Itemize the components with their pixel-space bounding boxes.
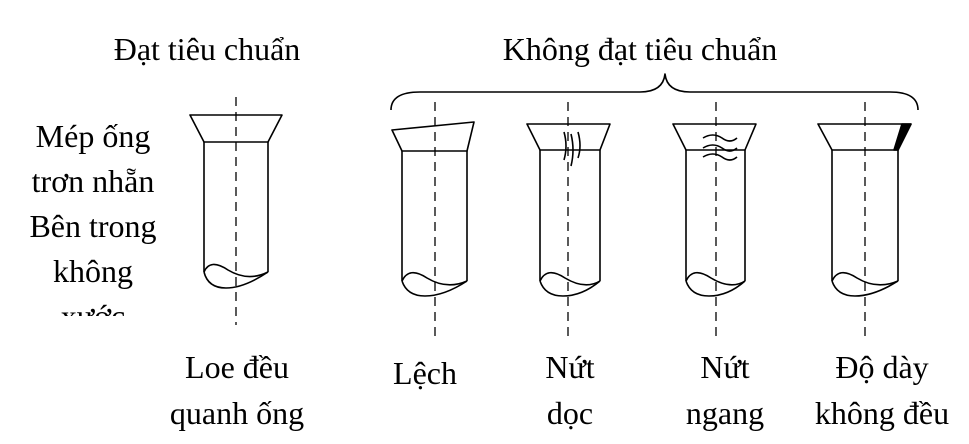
label-line: Nứt xyxy=(700,349,750,385)
label-long-crack: Nứt dọc xyxy=(520,344,620,436)
tube-long-crack xyxy=(526,102,611,342)
standard-title: Đạt tiêu chuẩn xyxy=(113,31,301,67)
side-note-line: trơn nhẵn xyxy=(31,163,155,199)
label-line: Lệch xyxy=(393,355,457,391)
tube-skewed xyxy=(391,102,475,342)
side-note-line: không xyxy=(53,253,133,289)
tube-uneven xyxy=(817,102,912,342)
label-line: ngang xyxy=(685,395,765,431)
label-cross-crack: Nứt ngang xyxy=(660,344,790,436)
side-note: Mép ống trơn nhẵn Bên trong không xước xyxy=(8,114,178,316)
label-line: không đều xyxy=(814,395,950,431)
tube-cross-crack xyxy=(672,102,757,342)
tube-even xyxy=(189,97,283,325)
label-line: Nứt xyxy=(545,349,595,385)
nonstandard-title: Không đạt tiêu chuẩn xyxy=(502,31,778,67)
side-note-line: Bên trong xyxy=(29,208,157,244)
label-line: dọc xyxy=(546,395,594,431)
side-note-line: Mép ống xyxy=(35,118,151,154)
label-line: Loe đều xyxy=(185,349,289,385)
label-uneven: Độ dày không đều xyxy=(798,344,966,436)
side-note-line: xước xyxy=(60,298,126,316)
label-skewed: Lệch xyxy=(375,350,475,396)
label-line: Độ dày xyxy=(835,349,929,385)
group-brace xyxy=(390,73,919,111)
label-line: quanh ống xyxy=(169,395,305,431)
label-even: Loe đều quanh ống xyxy=(152,344,322,436)
